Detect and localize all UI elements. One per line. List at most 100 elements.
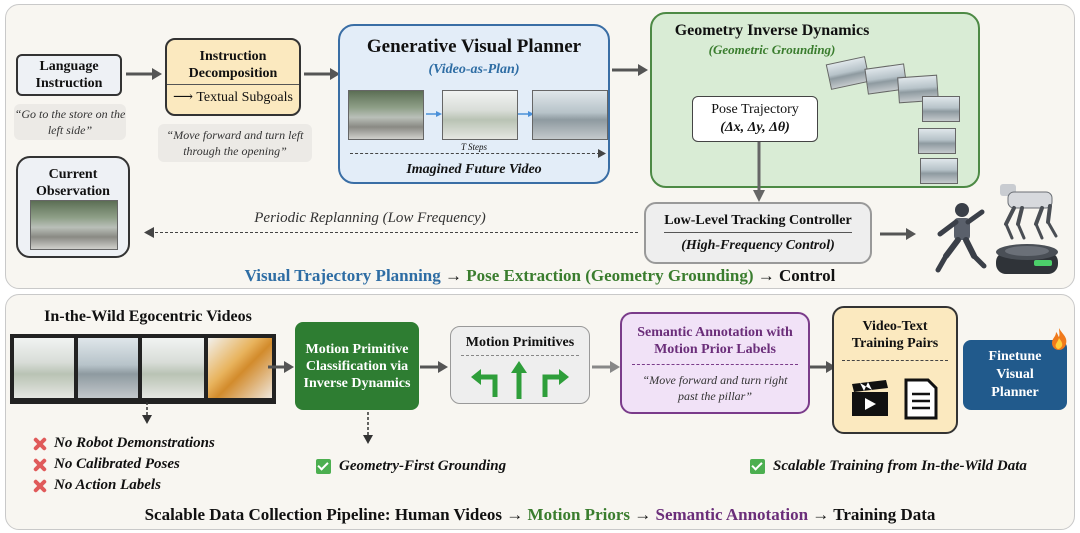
finetune-box: Finetune Visual Planner (963, 340, 1067, 410)
arrow-right-icon (810, 361, 836, 373)
bottom-caption: Scalable Data Collection Pipeline: Human… (0, 505, 1080, 525)
controller-box: Low-Level Tracking Controller (High-Freq… (644, 202, 872, 264)
controller-title: Low-Level Tracking Controller (664, 213, 852, 233)
language-instruction-label: Language Instruction (35, 59, 103, 91)
wheeled-robot-icon (996, 244, 1058, 274)
trajectory-frame-6 (920, 158, 958, 184)
current-observation-image (30, 200, 118, 250)
arrow-right-icon: → (757, 266, 775, 285)
trajectory-frame-5 (918, 128, 956, 154)
arrow-right-icon (598, 149, 606, 158)
semantic-quote: “Move forward and turn right past the pi… (642, 373, 788, 403)
planner-title: Generative Visual Planner (366, 36, 582, 57)
document-icon (904, 378, 938, 420)
arrow-right-icon (126, 68, 162, 80)
arrow-right-icon: → (506, 505, 524, 524)
motion-primitives-divider (461, 355, 579, 356)
controller-sub: (High-Frequency Control) (681, 237, 835, 253)
trajectory-frame-4 (922, 96, 960, 122)
caption-pose-extraction: Pose Extraction (Geometry Grounding) (466, 266, 754, 285)
generative-visual-planner-box: Generative Visual Planner (Video-as-Plan… (338, 24, 610, 184)
fire-icon (1052, 328, 1067, 350)
arrow-right-icon (612, 64, 648, 76)
arrow-right-icon (592, 361, 620, 373)
arrow-right-icon (880, 228, 916, 240)
language-quote: “Go to the store on the left side” (14, 104, 126, 140)
arrow-right-icon (426, 111, 442, 117)
no-items-list: No Robot Demonstrations No Calibrated Po… (32, 433, 215, 496)
geometry-first-item: Geometry-First Grounding (316, 458, 506, 475)
arrow-down-icon (363, 412, 373, 444)
planner-subtitle: (Video-as-Plan) (428, 62, 520, 77)
top-caption: Visual Trajectory Planning → Pose Extrac… (0, 266, 1080, 286)
geometry-first-label: Geometry-First Grounding (339, 458, 507, 474)
quadruped-robot-icon (1000, 184, 1058, 240)
cross-icon (32, 478, 48, 494)
egocentric-frame-1 (14, 338, 74, 398)
textual-subgoals-label: Textual Subgoals (196, 90, 293, 105)
language-instruction-box: Language Instruction (16, 54, 122, 96)
turn-right-arrow-icon (542, 369, 569, 397)
clapperboard-icon (852, 380, 888, 416)
arrow-left-icon (144, 227, 154, 238)
no-item: No Action Labels (32, 475, 215, 496)
arrow-down-icon (142, 402, 152, 424)
caption-training-data: Training Data (833, 505, 936, 524)
motion-primitives-label: Motion Primitives (465, 335, 575, 350)
planner-frame-3 (532, 90, 608, 140)
no-item: No Robot Demonstrations (32, 433, 215, 454)
caption-control: Control (779, 266, 836, 285)
egocentric-frame-4 (208, 338, 272, 398)
egocentric-frame-3 (142, 338, 204, 398)
caption-visual-trajectory: Visual Trajectory Planning (244, 266, 441, 285)
arrow-down-icon (753, 142, 765, 202)
replanning-label: Periodic Replanning (Low Frequency) (254, 210, 486, 226)
video-text-divider (842, 360, 948, 361)
current-observation-label: Current Observation (36, 167, 110, 199)
caption-motion-priors: Motion Priors (527, 505, 630, 524)
egocentric-title: In-the-Wild Egocentric Videos (44, 308, 252, 325)
egocentric-frame-2 (78, 338, 138, 398)
checkbox-icon (316, 459, 331, 475)
scalable-training-item: Scalable Training from In-the-Wild Data (750, 458, 1027, 475)
forward-arrow-icon (511, 361, 527, 399)
arrow-right-icon: ⟶ (173, 90, 194, 105)
pose-formula: (Δx, Δy, Δθ) (720, 120, 790, 135)
current-observation-box: Current Observation (16, 156, 130, 258)
planner-frame-1 (348, 90, 424, 140)
gid-title: Geometry Inverse Dynamics (674, 22, 870, 39)
arrow-right-icon (304, 68, 340, 80)
decomposition-quote: “Move forward and turn left through the … (158, 124, 312, 162)
humanoid-robot-icon (935, 203, 987, 273)
semantic-title: Semantic Annotation with Motion Prior La… (637, 325, 793, 357)
arrow-right-icon (268, 361, 294, 373)
motion-primitives-box: Motion Primitives (450, 326, 590, 404)
instruction-decomposition-box: Instruction Decomposition ⟶ Textual Subg… (165, 38, 301, 116)
checkbox-icon (750, 459, 765, 475)
finetune-label: Finetune Visual Planner (988, 349, 1042, 400)
scalable-training-label: Scalable Training from In-the-Wild Data (773, 458, 1027, 474)
semantic-annotation-box: Semantic Annotation with Motion Prior La… (620, 312, 810, 414)
arrow-right-icon: → (812, 505, 830, 524)
arrow-right-icon: → (634, 505, 652, 524)
caption-human-videos: Scalable Data Collection Pipeline: Human… (144, 505, 503, 524)
gid-subtitle: (Geometric Grounding) (708, 42, 836, 57)
imagined-video-label: Imagined Future Video (406, 162, 542, 177)
cross-icon (32, 436, 48, 452)
arrow-right-icon (518, 111, 534, 117)
replanning-line (150, 232, 638, 233)
video-text-label: Video-Text Training Pairs (851, 319, 939, 351)
motion-classification-label: Motion Primitive Classification via Inve… (303, 341, 411, 391)
planner-frame-2 (442, 90, 518, 140)
arrow-right-icon (420, 361, 448, 373)
motion-classification-box: Motion Primitive Classification via Inve… (295, 322, 419, 410)
semantic-divider (632, 364, 798, 365)
caption-semantic-annotation: Semantic Annotation (655, 505, 809, 524)
no-item: No Calibrated Poses (32, 454, 215, 475)
decomposition-title: Instruction Decomposition (167, 48, 299, 85)
cross-icon (32, 457, 48, 473)
pose-trajectory-label: Pose Trajectory (711, 102, 799, 117)
t-steps-line (350, 153, 600, 154)
arrow-right-icon: → (445, 266, 463, 285)
pose-trajectory-box: Pose Trajectory (Δx, Δy, Δθ) (692, 96, 818, 142)
